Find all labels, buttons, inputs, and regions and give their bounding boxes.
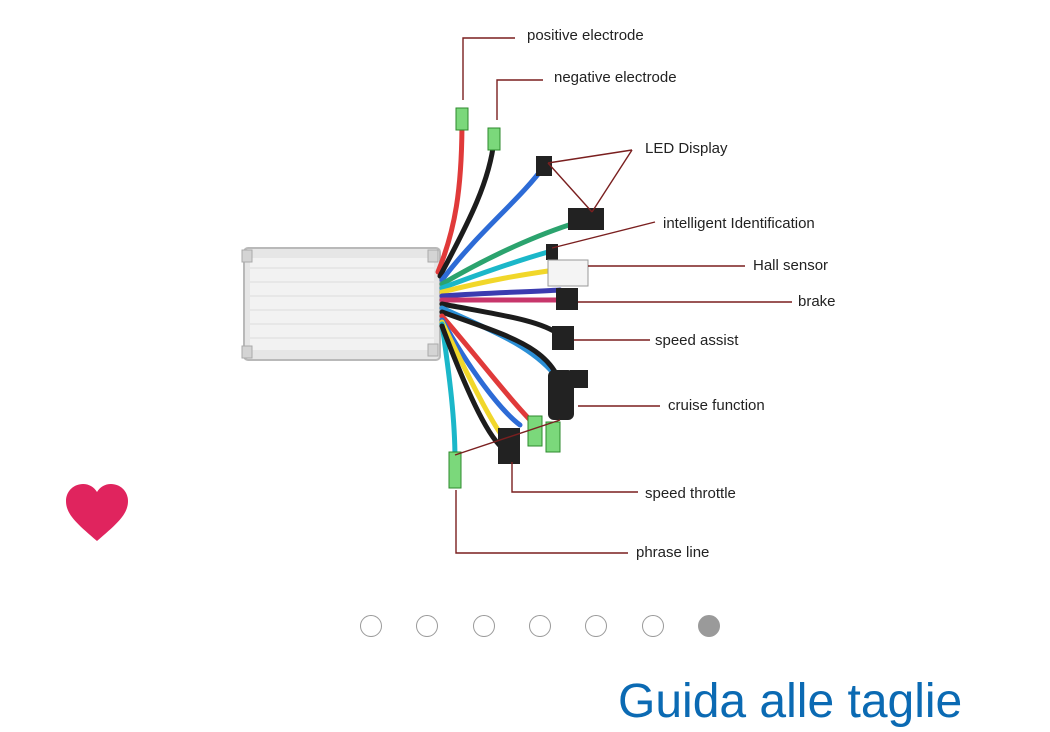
label-intelligent-identification: intelligent Identification [663,215,815,232]
carousel-dot-4[interactable] [529,615,551,637]
connectors [448,107,604,489]
carousel-pagination [0,612,1050,642]
favorite-button[interactable] [62,478,132,548]
leader-lines [454,37,792,554]
carousel-dot-6[interactable] [642,615,664,637]
carousel-dot-2[interactable] [416,615,438,637]
label-speed-assist: speed assist [655,332,739,349]
product-image: positive electrode negative electrode LE… [241,27,836,561]
carousel-dot-3[interactable] [473,615,495,637]
carousel-dot-1[interactable] [360,615,382,637]
label-phrase-line: phrase line [636,544,709,561]
carousel-dot-7[interactable] [698,615,720,637]
label-negative-electrode: negative electrode [554,69,677,86]
label-led-display: LED Display [645,140,728,157]
label-positive-electrode: positive electrode [527,27,644,44]
heart-icon [66,484,128,541]
label-hall-sensor: Hall sensor [753,257,828,274]
label-speed-throttle: speed throttle [645,485,736,502]
carousel-dot-5[interactable] [585,615,607,637]
controller-box [241,247,441,361]
size-guide-link[interactable]: Guida alle taglie [618,675,963,728]
label-cruise-function: cruise function [668,397,765,414]
label-brake: brake [798,293,836,310]
